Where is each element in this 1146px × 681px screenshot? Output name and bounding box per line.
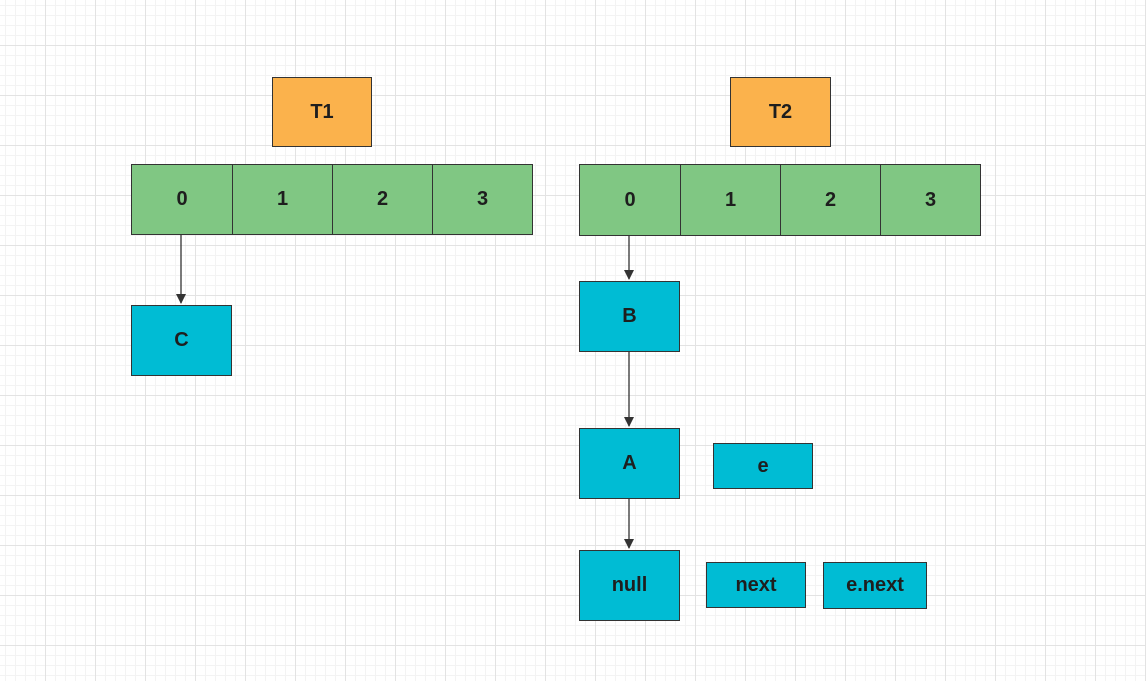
t2-label: T2 bbox=[768, 100, 793, 123]
t1-node-c[interactable]: C bbox=[131, 305, 232, 376]
t2-cell-2[interactable]: 2 bbox=[780, 165, 880, 235]
t1-label-box[interactable]: T1 bbox=[272, 77, 372, 147]
t2-cell-0[interactable]: 0 bbox=[624, 188, 636, 211]
e-label: e bbox=[757, 454, 769, 477]
t2-label-box[interactable]: T2 bbox=[730, 77, 831, 147]
t2-cell-3[interactable]: 3 bbox=[880, 165, 980, 235]
e-next-label-box[interactable]: e.next bbox=[823, 562, 927, 609]
e-next-label: e.next bbox=[846, 574, 904, 596]
t1-cell-3[interactable]: 3 bbox=[432, 165, 532, 234]
t1-node-c-label: C bbox=[174, 329, 189, 351]
t2-cell-1[interactable]: 1 bbox=[680, 165, 780, 235]
t2-array[interactable]: 0 1 2 3 bbox=[579, 164, 981, 236]
t1-cell-2[interactable]: 2 bbox=[332, 165, 432, 234]
t2-node-null-label: null bbox=[611, 574, 648, 596]
t2-node-a-label: A bbox=[622, 452, 637, 474]
t1-label: T1 bbox=[310, 100, 334, 123]
t2-node-null[interactable]: null bbox=[579, 550, 680, 621]
next-label-box[interactable]: next bbox=[706, 562, 806, 608]
t1-cell-0[interactable]: 0 bbox=[176, 188, 188, 210]
t1-cell-1[interactable]: 1 bbox=[232, 165, 332, 234]
t2-node-b-label: B bbox=[622, 305, 637, 327]
t1-array[interactable]: 0 1 2 3 bbox=[131, 164, 533, 235]
t2-node-b[interactable]: B bbox=[579, 281, 680, 352]
next-label: next bbox=[735, 573, 777, 596]
e-label-box[interactable]: e bbox=[713, 443, 813, 489]
t2-node-a[interactable]: A bbox=[579, 428, 680, 499]
